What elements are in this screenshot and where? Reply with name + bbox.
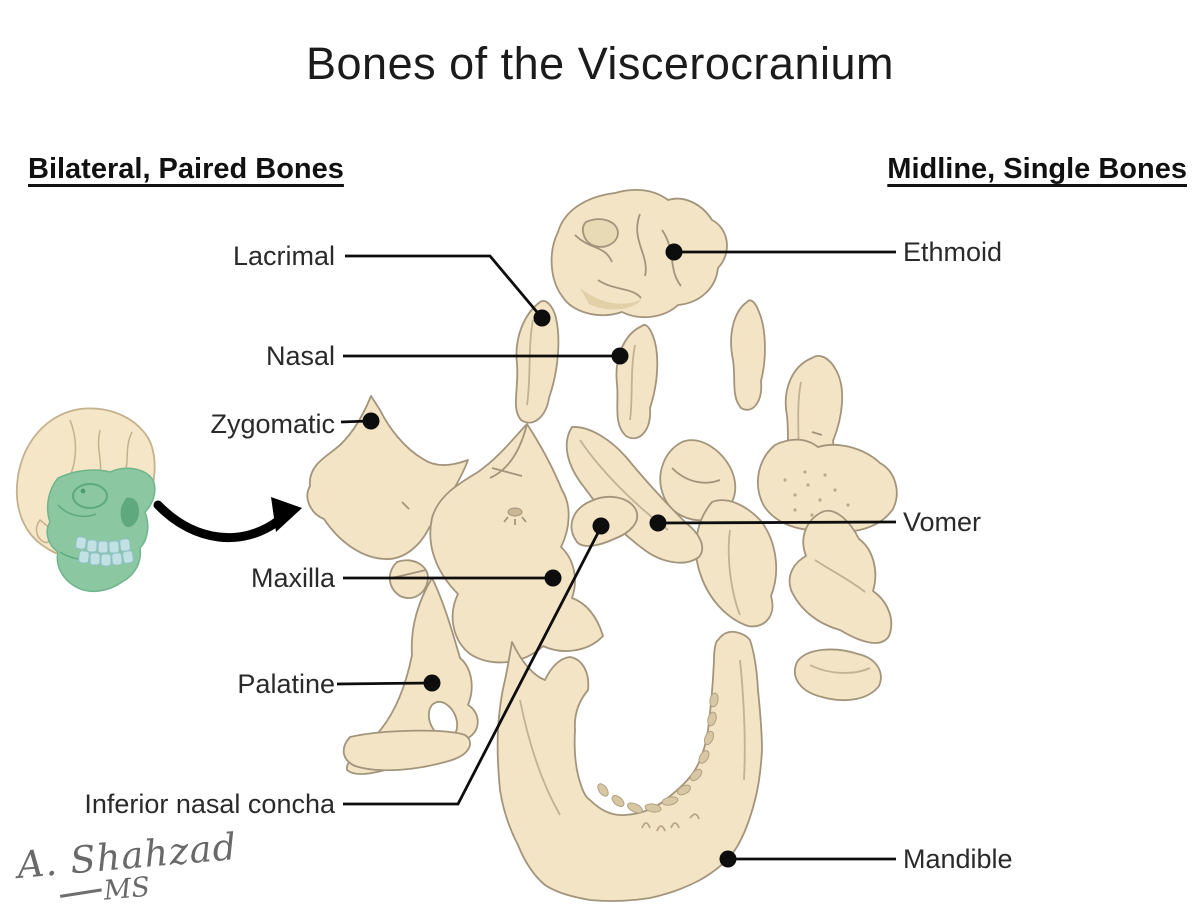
- sphenoid-fragment-b: [757, 438, 898, 533]
- skull-inset: [15, 407, 156, 593]
- zygomatic-bone: [306, 395, 469, 560]
- leader-line-lacrimal: [345, 254, 544, 319]
- curved-arrow: [153, 497, 302, 542]
- label-palatine: Palatine: [237, 669, 335, 699]
- label-ethmoid: Ethmoid: [903, 237, 1003, 267]
- leader-dot-concha: [592, 517, 610, 535]
- page-title: Bones of the Viscerocranium: [306, 38, 894, 89]
- leader-dot-mandible: [719, 850, 737, 868]
- label-inferior-nasal-concha: Inferior nasal concha: [84, 789, 335, 819]
- leader-line-vomer: [657, 520, 897, 525]
- leader-dot-vomer: [649, 514, 667, 532]
- mandible-bone: [496, 630, 763, 902]
- leader-lines: [336, 250, 897, 861]
- label-mandible: Mandible: [903, 844, 1013, 874]
- signature-flourish: [59, 888, 102, 898]
- orbit-detail: [72, 483, 108, 509]
- ethmoid-bone: [550, 188, 728, 319]
- leader-line-concha: [343, 526, 603, 806]
- palatine-bone: [342, 577, 479, 775]
- label-nasal: Nasal: [265, 341, 335, 371]
- leader-dot-ethmoid: [665, 243, 683, 261]
- leader-dot-maxilla: [544, 569, 562, 587]
- section-header-midline: Midline, Single Bones: [887, 153, 1187, 185]
- bone-cluster: [306, 188, 898, 902]
- leader-dot-palatine: [423, 674, 441, 692]
- tooth-sockets: [597, 692, 719, 814]
- signature-credential: MS: [102, 871, 152, 907]
- palatine-plate-fragment: [794, 648, 882, 702]
- nasal-bone: [615, 324, 659, 439]
- leader-dot-lacrimal: [533, 309, 551, 327]
- sphenoid-fragment-c: [695, 499, 778, 628]
- teeth: [75, 536, 134, 567]
- label-maxilla: Maxilla: [250, 563, 335, 593]
- leader-dots: [362, 243, 737, 868]
- label-lacrimal: Lacrimal: [232, 241, 335, 271]
- maxilla-bone: [429, 423, 604, 664]
- pterygoid-fragment: [788, 509, 893, 644]
- lacrimal-bone: [514, 300, 560, 424]
- nasal-bone-pair: [730, 299, 766, 411]
- nasal-aperture-detail: [120, 497, 139, 528]
- label-zygomatic: Zygomatic: [210, 409, 335, 439]
- leader-line-palatine: [336, 681, 433, 686]
- leader-dot-nasal: [611, 347, 629, 365]
- section-header-bilateral: Bilateral, Paired Bones: [28, 153, 344, 185]
- label-vomer: Vomer: [903, 507, 982, 537]
- leader-dot-zygomatic: [362, 412, 380, 430]
